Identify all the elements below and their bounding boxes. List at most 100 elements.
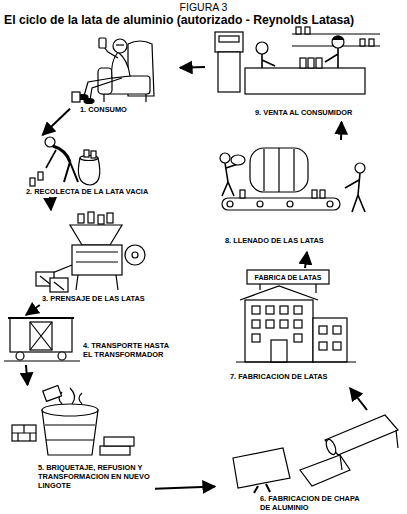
process-step: 8. LLENADO DE LAS LATAS	[205, 140, 375, 252]
process-step: 3. PRENSAJE DE LAS LATAS	[30, 210, 170, 305]
factory-sign: FABRICA DE LATAS	[247, 273, 329, 282]
flow-arrow	[180, 66, 205, 69]
collector-illustration	[46, 150, 56, 168]
filling-illustration	[312, 190, 317, 198]
flow-arrow	[305, 252, 307, 268]
factory-illustration	[245, 300, 313, 362]
flow-arrow	[155, 487, 215, 489]
process-step: 5. BRIQUETAJE, REFUSION Y TRANSFORMACION…	[5, 385, 155, 507]
filling-illustration	[227, 201, 233, 207]
filling-illustration	[257, 201, 263, 207]
consumer-illustration	[104, 94, 146, 102]
press-illustration	[50, 278, 68, 292]
furnace-illustration	[100, 446, 130, 455]
freight-car-illustration	[4, 318, 80, 361]
factory-illustration	[252, 306, 260, 314]
filling-illustration	[250, 148, 308, 192]
collector-illustration	[78, 158, 99, 185]
process-step: 9. VENTA AL CONSUMIDOR	[205, 22, 400, 122]
freight-car-illustration	[8, 317, 74, 319]
factory-illustration	[294, 334, 302, 342]
shop-illustration	[256, 42, 268, 54]
furnace-illustration	[45, 425, 95, 440]
filling-illustration	[240, 190, 245, 198]
press-illustration	[125, 245, 145, 265]
furnace-illustration	[12, 386, 134, 455]
consumer-illustration	[72, 92, 80, 102]
process-step: 1. CONSUMO	[70, 35, 180, 117]
step-caption: 5. BRIQUETAJE, REFUSION Y TRANSFORMACION…	[38, 463, 150, 490]
freight-car-illustration	[30, 322, 52, 350]
furnace-illustration	[12, 425, 36, 441]
collector-illustration	[30, 137, 100, 186]
filling-illustration	[287, 201, 293, 207]
factory-illustration	[247, 270, 329, 284]
factory-illustration	[333, 342, 341, 350]
furnace-illustration	[42, 404, 98, 416]
flow-arrow	[26, 305, 40, 315]
factory-illustration	[252, 320, 260, 328]
collector-illustration	[84, 150, 89, 157]
filling-illustration	[355, 163, 365, 173]
press-illustration	[88, 212, 94, 223]
process-step: 2. RECOLECTA DE LA LATA VACIA	[20, 135, 170, 197]
consumer-illustration	[72, 38, 154, 104]
filling-illustration	[231, 155, 245, 165]
furnace-illustration	[43, 386, 62, 402]
filling-illustration	[220, 153, 230, 163]
press-illustration	[132, 252, 138, 258]
flow-arrow	[350, 388, 367, 410]
furnace-illustration	[59, 388, 82, 404]
step-caption: 9. VENTA AL CONSUMIDOR	[255, 108, 400, 117]
step-caption: 1. CONSUMO	[80, 105, 180, 114]
filling-illustration	[222, 198, 340, 210]
freight-car-illustration	[16, 352, 24, 360]
factory-illustration	[294, 320, 302, 328]
rolling-mill-illustration	[324, 438, 337, 456]
freight-car-illustration	[58, 352, 66, 360]
step-caption: 7. FABRICACION DE LATAS	[230, 372, 365, 381]
press-illustration	[107, 213, 113, 223]
shop-illustration	[369, 39, 374, 46]
factory-illustration	[319, 342, 327, 350]
rolling-mill-illustration	[233, 415, 398, 493]
factory-illustration	[236, 361, 356, 362]
consumer-illustration	[98, 68, 112, 94]
filling-illustration	[220, 148, 365, 212]
rolling-mill-illustration	[233, 448, 290, 488]
factory-illustration	[294, 306, 302, 314]
shop-illustration	[332, 36, 344, 48]
step-caption: 6. FABRICACION DE CHAPA DE ALUMINIO	[260, 494, 370, 512]
shop-illustration	[215, 32, 243, 52]
collector-illustration	[38, 172, 43, 180]
shop-illustration	[332, 36, 344, 40]
filling-illustration	[264, 148, 294, 192]
factory-illustration	[266, 320, 274, 328]
factory-illustration	[271, 340, 287, 362]
factory-illustration	[236, 270, 356, 362]
factory-illustration	[260, 284, 316, 293]
shop-illustration	[360, 39, 365, 46]
rolling-mill-illustration	[340, 430, 398, 470]
filling-illustration	[345, 173, 365, 212]
consumer-illustration	[104, 47, 118, 58]
filling-illustration	[222, 163, 238, 196]
factory-illustration	[319, 326, 327, 334]
shop-illustration	[305, 27, 310, 34]
process-step: 7. FABRICACION DE LATAS	[215, 268, 365, 388]
flow-arrow	[26, 365, 28, 385]
shop-illustration	[296, 27, 301, 34]
factory-illustration	[266, 306, 274, 314]
factory-illustration	[313, 318, 347, 362]
process-step: 6. FABRICACION DE CHAPA DE ALUMINIO	[215, 410, 405, 512]
factory-illustration	[280, 320, 288, 328]
rolling-mill-illustration	[300, 455, 350, 486]
press-illustration	[76, 252, 118, 262]
shop-illustration	[218, 52, 240, 92]
furnace-illustration	[42, 410, 98, 455]
figure-number: FIGURA 3	[0, 1, 407, 14]
flow-arrow	[50, 197, 51, 210]
